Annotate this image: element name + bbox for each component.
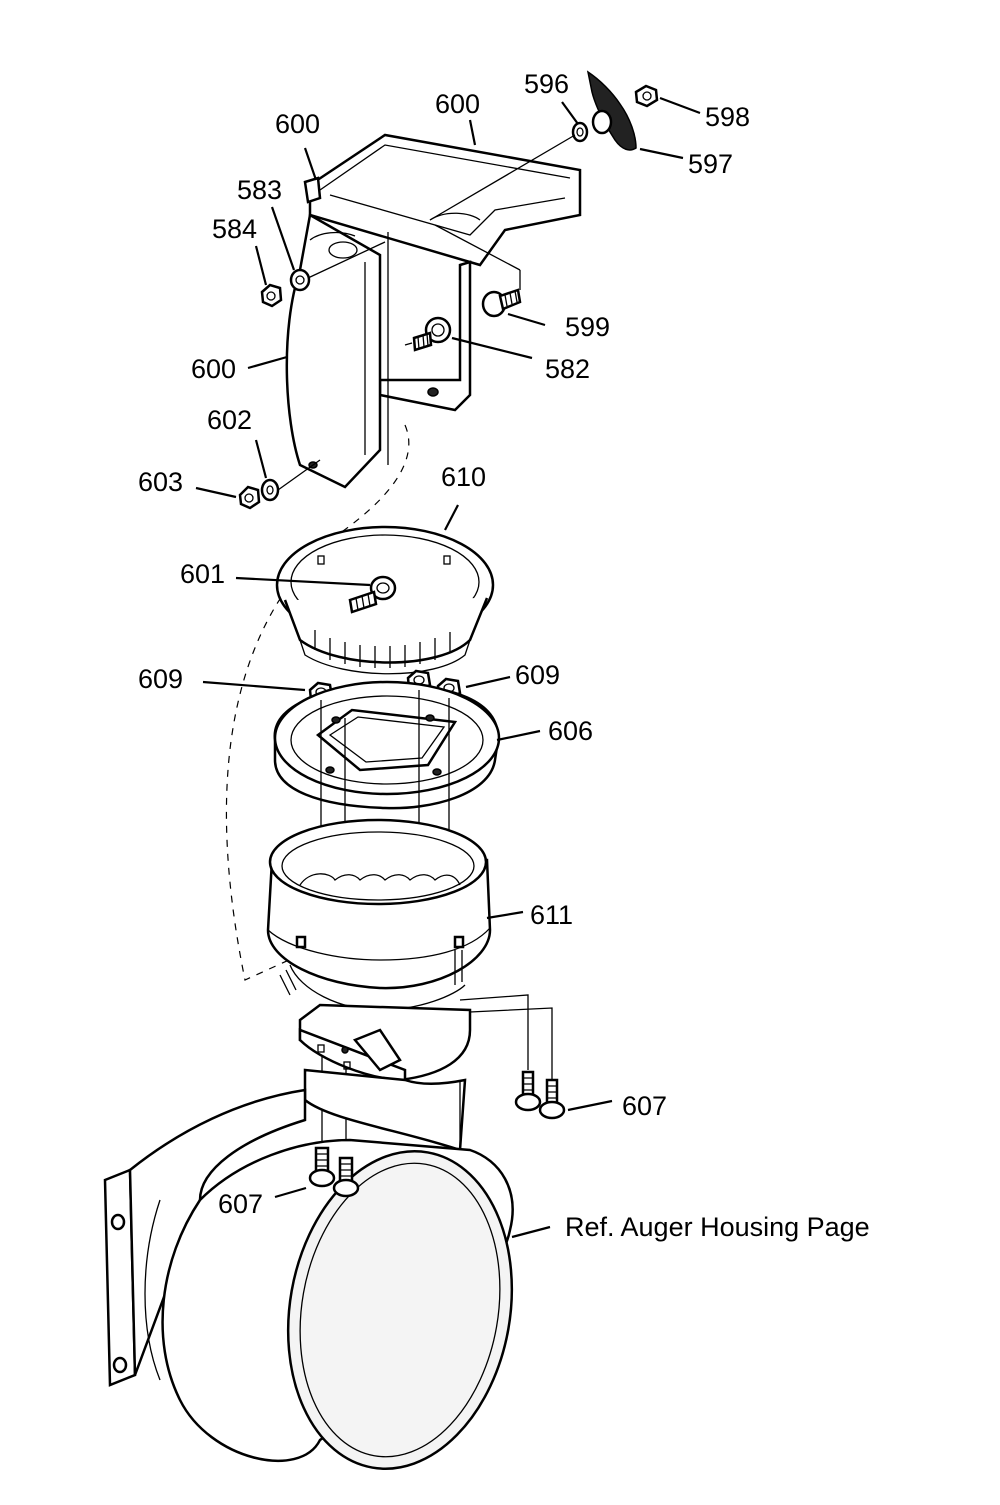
ring-606 (273, 680, 501, 810)
label-602: 602 (207, 405, 252, 435)
carriage-bolt-599 (481, 288, 522, 318)
screws-607 (308, 1070, 566, 1198)
label-597: 597 (688, 149, 733, 179)
label-606: 606 (548, 716, 593, 746)
label-600-left: 600 (275, 109, 320, 139)
leader-lines (195, 96, 701, 1239)
washer-596 (571, 121, 589, 143)
auger-housing (103, 1088, 514, 1470)
label-582: 582 (545, 354, 590, 384)
label-598: 598 (705, 102, 750, 132)
label-603: 603 (138, 467, 183, 497)
part-labels: 596 598 597 600 600 583 584 599 582 600 … (138, 69, 870, 1242)
label-609-left: 609 (138, 664, 183, 694)
nut-584 (260, 283, 283, 308)
bolt-582 (412, 316, 452, 352)
gear-ring-611 (266, 818, 492, 1011)
label-611: 611 (530, 900, 573, 930)
label-600-side: 600 (191, 354, 236, 384)
label-607-right: 607 (622, 1091, 667, 1121)
ring-610 (275, 525, 495, 675)
label-ref-auger-housing: Ref. Auger Housing Page (565, 1212, 870, 1242)
label-599: 599 (565, 312, 610, 342)
label-601: 601 (180, 559, 225, 589)
washer-602 (260, 478, 280, 502)
knob-597 (586, 70, 637, 151)
deflector-600 (285, 133, 582, 489)
label-583: 583 (237, 175, 282, 205)
nut-603 (238, 485, 261, 510)
label-610: 610 (441, 462, 486, 492)
label-600-top: 600 (435, 89, 480, 119)
bolt-601 (348, 575, 397, 614)
mount-plate (298, 1003, 472, 1152)
label-607-left: 607 (218, 1189, 263, 1219)
label-584: 584 (212, 214, 257, 244)
label-596: 596 (524, 69, 569, 99)
washer-583 (289, 268, 311, 292)
nut-598 (634, 84, 659, 108)
label-609-right: 609 (515, 660, 560, 690)
